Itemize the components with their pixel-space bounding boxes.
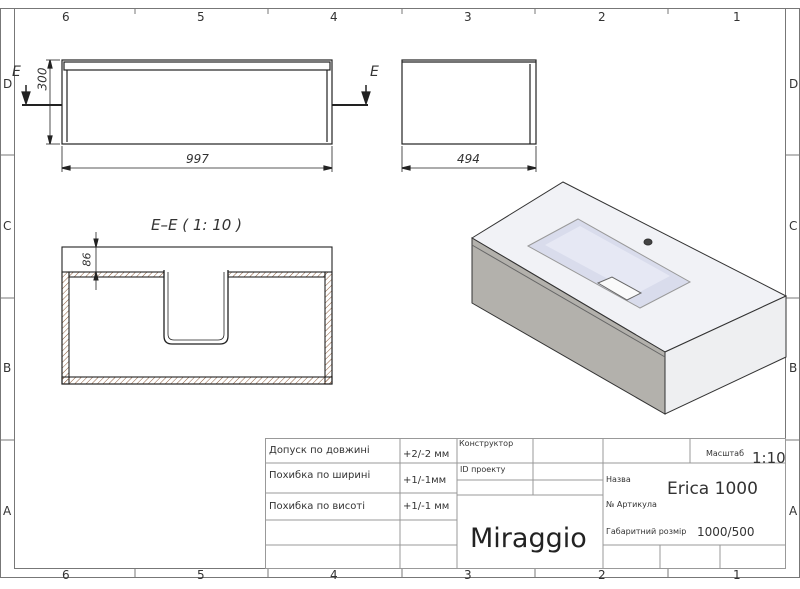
depth-dimension: 494 [457, 152, 480, 166]
scale-value: 1:10 [752, 449, 786, 467]
section-view [61, 232, 333, 385]
col-label-6-bottom: 6 [62, 568, 70, 582]
section-mark-right: E [370, 64, 379, 80]
size-value: 1000/500 [697, 525, 755, 539]
col-label-4-bottom: 4 [330, 568, 338, 582]
tolerance-length-label: Допуск по довжині [269, 445, 370, 456]
isometric-view [471, 181, 788, 415]
col-label-3-bottom: 3 [464, 568, 472, 582]
row-label-a: A [3, 504, 12, 518]
col-label-1-bottom: 1 [733, 568, 741, 582]
tolerance-width-value: +1/-1мм [403, 475, 447, 486]
tolerance-length-value: +2/-2 мм [403, 449, 450, 460]
col-label-6: 6 [62, 10, 70, 24]
row-label-d-right: D [789, 77, 799, 91]
row-label-d: D [3, 77, 13, 91]
section-title: E–E ( 1: 10 ) [151, 216, 242, 234]
article-label: № Артикула [606, 500, 657, 509]
row-label-a-right: A [789, 504, 798, 518]
col-label-5-bottom: 5 [197, 568, 205, 582]
size-label: Габаритний розмір [606, 527, 687, 536]
side-view [401, 59, 537, 172]
name-label: Назва [606, 475, 631, 484]
row-label-b: B [3, 361, 12, 375]
designer-label: Конструктор [459, 439, 514, 448]
basin-depth-dimension: 86 [80, 252, 94, 267]
col-label-4: 4 [330, 10, 338, 24]
title-block-grid [265, 438, 786, 569]
product-name: Erica 1000 [667, 479, 758, 499]
col-label-2-bottom: 2 [598, 568, 606, 582]
row-label-c: C [3, 219, 12, 233]
project-id-label: ID проекту [460, 465, 506, 474]
height-dimension: 300 [35, 67, 50, 91]
scale-label: Масштаб [706, 449, 745, 458]
section-mark-left: E [12, 64, 21, 80]
row-label-c-right: C [789, 219, 798, 233]
row-label-b-right: B [789, 361, 798, 375]
col-label-1: 1 [733, 10, 741, 24]
tolerance-height-value: +1/-1 мм [403, 501, 450, 512]
col-label-2: 2 [598, 10, 606, 24]
front-view [21, 59, 371, 172]
tolerance-width-label: Похибка по ширині [269, 470, 371, 481]
brand-logo: Miraggio [470, 523, 587, 554]
tolerance-height-label: Похибка по висоті [269, 501, 366, 512]
col-label-5: 5 [197, 10, 205, 24]
col-label-3: 3 [464, 10, 472, 24]
width-dimension: 997 [186, 152, 209, 166]
